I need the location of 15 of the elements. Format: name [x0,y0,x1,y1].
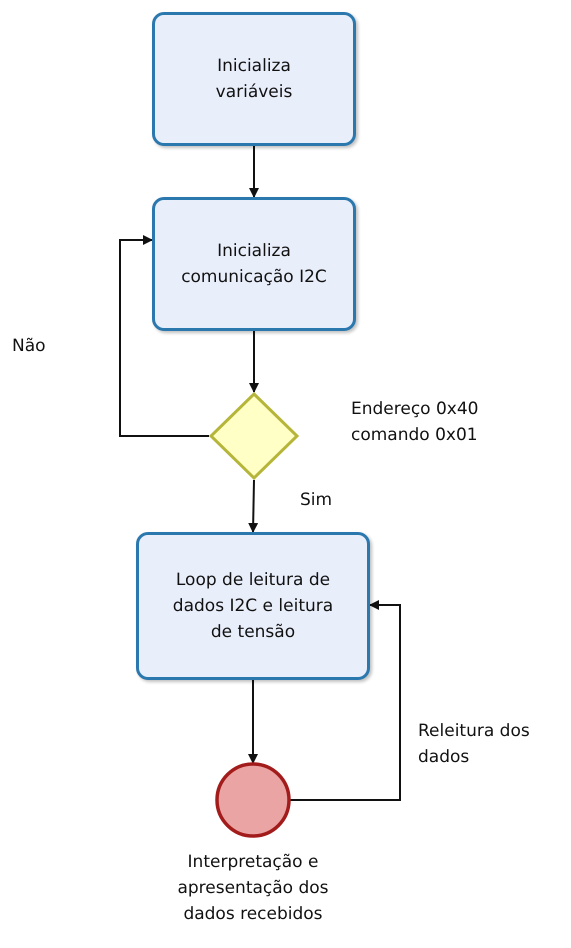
process-box [152,12,356,146]
decision-diamond [209,392,299,480]
process-box [136,532,370,680]
arrow [290,600,401,801]
process-box [152,197,356,331]
arrow [249,331,259,393]
box-text: Inicializa variáveis [214,55,294,104]
arrow [248,480,258,533]
box-text: Inicializa comunicação I2C [180,240,328,289]
event-caption: Interpretação e apresentação dos dados recebidos [176,851,330,926]
arrow [249,146,259,198]
box-text: Loop de leitura de dados I2C e leitura de tensão [172,569,334,644]
arrow [119,235,209,437]
end-event-circle [215,762,291,838]
arrow [248,680,258,764]
